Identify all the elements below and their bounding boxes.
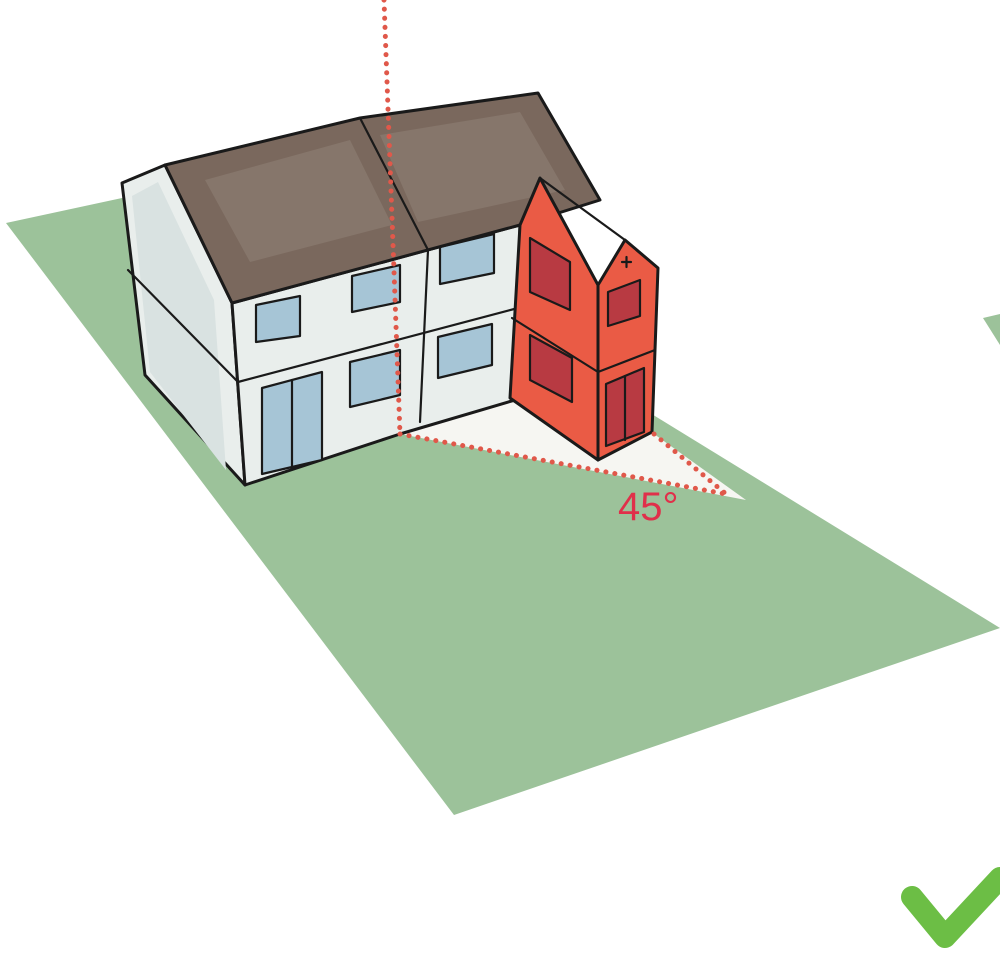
base-guide-line [397, 431, 729, 497]
guide-lines [381, 0, 729, 497]
extension-upper-window-side [606, 278, 642, 328]
roof-highlight [205, 140, 392, 262]
extension-roof-ridge [538, 176, 627, 242]
shadow-wedge [400, 400, 746, 500]
angle-label: 45° [618, 485, 679, 529]
main-house [120, 91, 602, 487]
extension-floor-line-front [510, 316, 600, 374]
house-gable-shade [132, 182, 226, 470]
plus-icon [620, 255, 633, 269]
lower-window-3 [436, 322, 494, 380]
lower-window-2 [348, 348, 402, 409]
upper-window-1 [254, 294, 302, 344]
neighbour-plot-edge [983, 314, 1000, 345]
front-floor-line [236, 306, 520, 384]
checkmark-icon [901, 867, 1000, 948]
roof-ridge-line [358, 116, 430, 252]
party-wall-line [418, 248, 430, 424]
upper-window-2 [350, 263, 402, 314]
roof-highlight-2 [380, 112, 565, 222]
gable-floor-line [126, 268, 240, 384]
extension-upper-window-front [528, 236, 572, 312]
side-extension [508, 176, 660, 462]
extension-lower-window-front [528, 333, 574, 404]
diagonal-guide-line [651, 431, 729, 497]
extension-floor-line-side [596, 348, 657, 374]
vertical-guide-line [381, 0, 403, 437]
